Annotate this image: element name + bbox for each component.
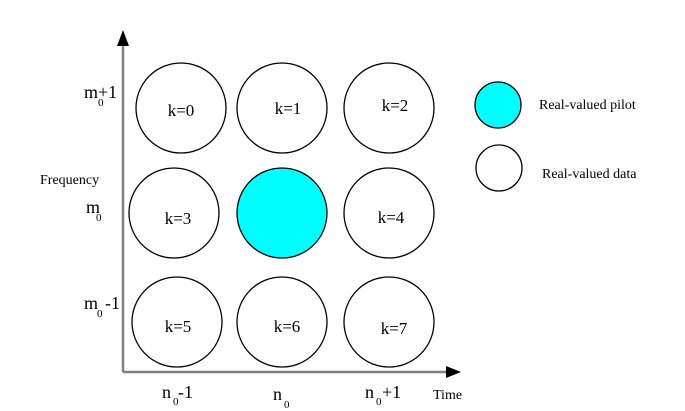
- y-axis-label: Frequency: [40, 173, 99, 188]
- cell-label-k1: k=1: [275, 99, 302, 118]
- data-circle-k6: [236, 276, 328, 368]
- svg-text:+1: +1: [382, 382, 401, 402]
- data-circle-k0: [135, 62, 227, 154]
- x-axis-arrow-icon: [446, 366, 461, 378]
- svg-text:+1: +1: [98, 82, 117, 102]
- svg-text:n: n: [365, 382, 374, 402]
- svg-text:0: 0: [284, 399, 290, 411]
- data-circle-k7: [343, 276, 435, 368]
- grid-row-top: k=0 k=1 k=2: [135, 62, 435, 154]
- y-tick-bottom: m 0 -1: [84, 293, 120, 320]
- x-tick-left: n 0 -1: [162, 382, 193, 408]
- x-tick-right: n 0 +1: [365, 382, 401, 408]
- svg-text:0: 0: [98, 97, 104, 109]
- data-circle-k5: [131, 276, 223, 368]
- legend-pilot-label: Real-valued pilot: [539, 98, 636, 113]
- cell-label-k3: k=3: [165, 209, 192, 228]
- svg-text:m: m: [86, 197, 100, 217]
- svg-text:0: 0: [173, 396, 179, 408]
- svg-text:-1: -1: [105, 293, 120, 313]
- data-circle-k3: [128, 167, 220, 259]
- legend-data-swatch: [475, 144, 523, 192]
- svg-text:m: m: [84, 293, 98, 313]
- svg-text:-1: -1: [178, 382, 193, 402]
- data-circle-k1: [236, 62, 328, 154]
- svg-text:0: 0: [96, 212, 102, 224]
- y-tick-middle: m 0: [86, 197, 102, 224]
- svg-text:m: m: [84, 82, 98, 102]
- pilot-circle: [236, 167, 328, 259]
- legend-data-label: Real-valued data: [542, 167, 637, 182]
- svg-text:n: n: [162, 382, 171, 402]
- cell-label-k2: k=2: [382, 96, 409, 115]
- cell-label-k7: k=7: [381, 319, 408, 338]
- x-axis-label: Time: [433, 388, 462, 403]
- data-circle-k2: [343, 62, 435, 154]
- data-circle-k4: [343, 167, 435, 259]
- cell-label-k6: k=6: [274, 317, 301, 336]
- svg-text:n: n: [273, 384, 282, 404]
- y-axis-arrow-icon: [117, 30, 129, 46]
- cell-label-k4: k=4: [378, 208, 405, 227]
- y-tick-top: m 0 +1: [84, 82, 117, 109]
- legend: Real-valued pilot Real-valued data: [474, 81, 637, 192]
- x-tick-middle: n 0: [273, 384, 290, 411]
- grid-row-bottom: k=5 k=6 k=7: [131, 276, 435, 368]
- grid-row-middle: k=3 k=4: [128, 167, 435, 259]
- cell-label-k5: k=5: [165, 317, 192, 336]
- svg-text:0: 0: [97, 308, 103, 320]
- legend-pilot-swatch: [474, 81, 522, 129]
- cell-label-k0: k=0: [168, 101, 195, 120]
- svg-text:0: 0: [376, 396, 382, 408]
